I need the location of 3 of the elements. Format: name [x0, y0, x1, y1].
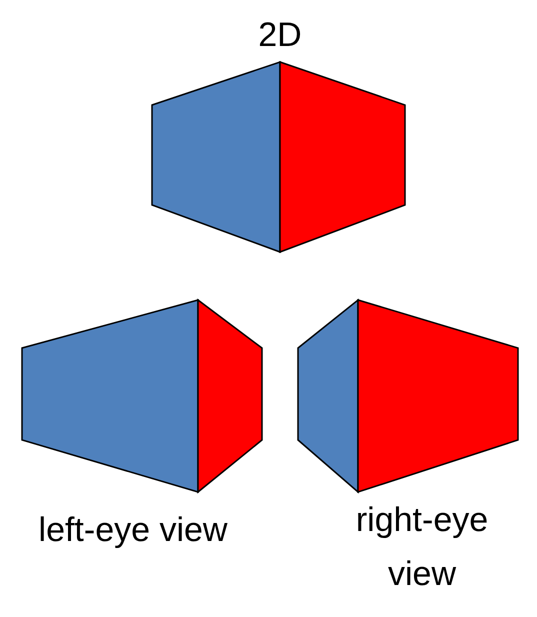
view-caption: right-eye view: [354, 500, 490, 595]
view-caption: left-eye view: [38, 510, 228, 551]
view-caption: 2D: [257, 15, 303, 56]
